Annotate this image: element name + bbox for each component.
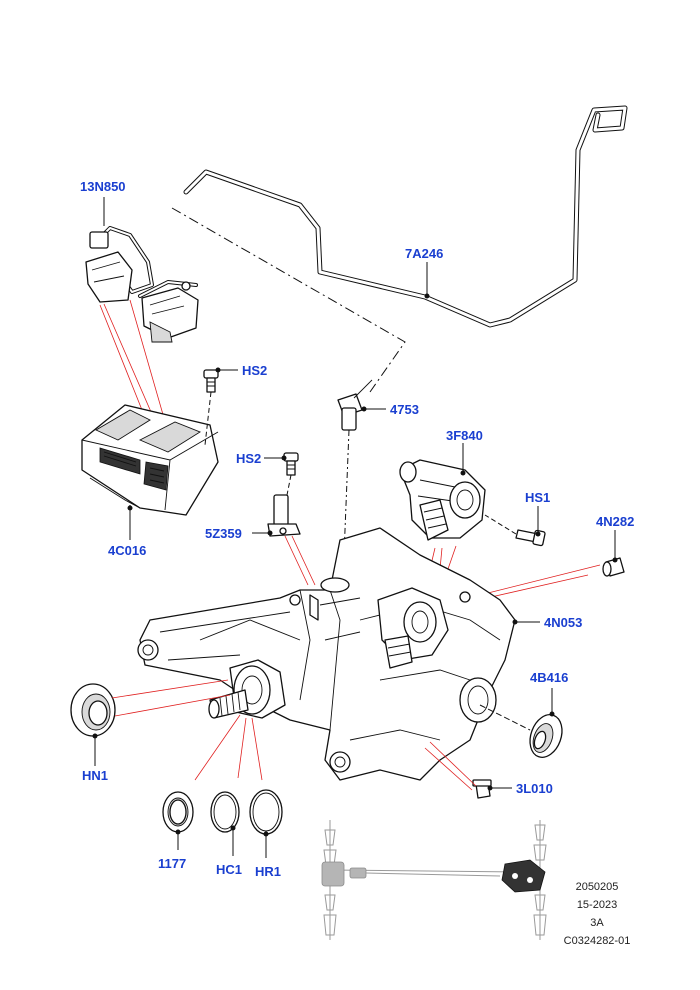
ring-HR1[interactable] [249, 789, 283, 835]
ref-line-3: 3A [590, 917, 604, 929]
callout-5Z359[interactable]: 5Z359 [205, 526, 242, 541]
bolt-HS2-lower[interactable] [283, 452, 299, 476]
circlip-HC1[interactable] [210, 791, 240, 833]
callout-4N053[interactable]: 4N053 [544, 615, 582, 630]
callout-4C016[interactable]: 4C016 [108, 543, 146, 558]
callout-HS2-upper[interactable]: HS2 [242, 363, 267, 378]
seal-HN1[interactable] [70, 683, 116, 737]
ref-line-1: 2050205 [576, 881, 619, 893]
callout-3F840[interactable]: 3F840 [446, 428, 483, 443]
callout-1177[interactable]: 1177 [158, 856, 186, 871]
callout-HC1[interactable]: HC1 [216, 862, 242, 877]
vehicle-driveline-locator [321, 820, 547, 940]
ref-line-2: 15-2023 [577, 899, 617, 911]
actuator-3F840[interactable] [399, 459, 486, 541]
callout-13N850[interactable]: 13N850 [80, 179, 126, 194]
ring-1177[interactable] [162, 791, 194, 833]
seal-4B416[interactable] [524, 710, 567, 762]
callout-4N282[interactable]: 4N282 [596, 514, 634, 529]
callout-7A246[interactable]: 7A246 [405, 246, 443, 261]
drawing-reference-block: 2050205 15-2023 3A C0324282-01 [564, 881, 631, 947]
control-module-4C016[interactable] [81, 404, 219, 516]
bolt-HS1[interactable] [515, 529, 546, 547]
callout-3L010[interactable]: 3L010 [516, 781, 553, 796]
callout-HS1[interactable]: HS1 [525, 490, 550, 505]
bolt-HS2-upper[interactable] [203, 369, 219, 393]
callout-4B416[interactable]: 4B416 [530, 670, 568, 685]
callout-HN1[interactable]: HN1 [82, 768, 108, 783]
differential-housing-4N053[interactable] [137, 527, 516, 781]
wiring-harness-13N850[interactable] [85, 226, 199, 343]
plug-4N282[interactable] [602, 557, 625, 577]
sensor-5Z359[interactable] [267, 494, 301, 537]
switch-4753[interactable] [337, 379, 373, 431]
ref-line-4: C0324282-01 [564, 935, 631, 947]
drain-plug-3L010[interactable] [472, 779, 492, 799]
callout-4753[interactable]: 4753 [390, 402, 419, 417]
vent-tube-7A246[interactable] [183, 105, 628, 328]
routing-centerline [171, 207, 406, 393]
callout-HR1[interactable]: HR1 [255, 864, 281, 879]
callout-HS2-lower[interactable]: HS2 [236, 451, 261, 466]
